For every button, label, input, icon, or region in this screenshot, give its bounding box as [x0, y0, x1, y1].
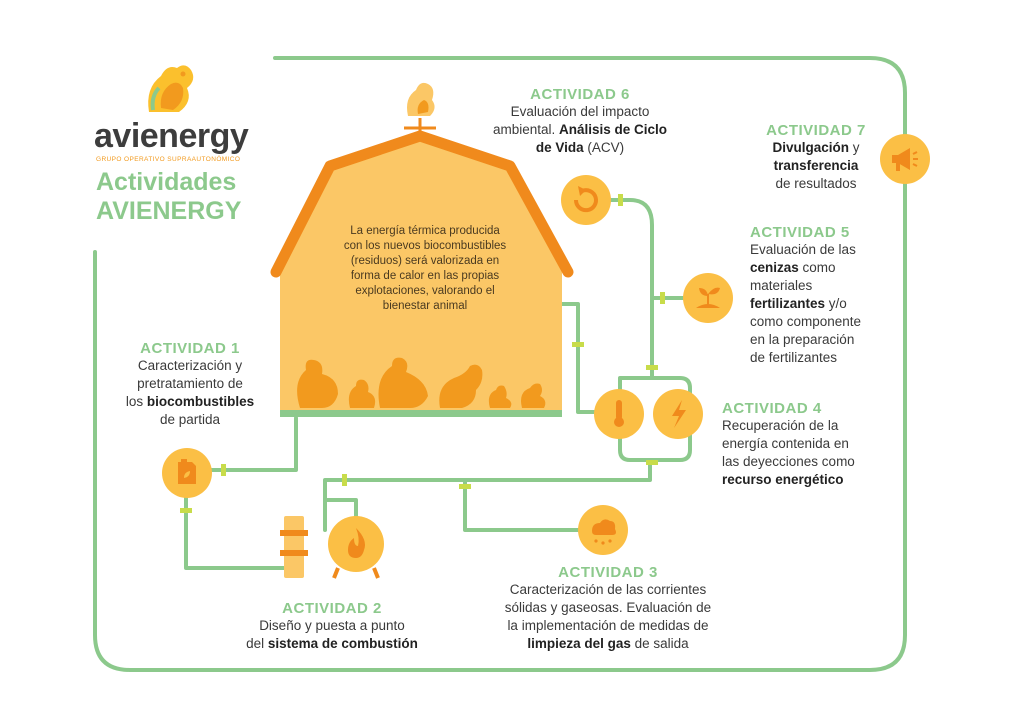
activity-5: ACTIVIDAD 5 Evaluación de las cenizas co…: [750, 224, 900, 367]
heading-line2: AVIENERGY: [96, 197, 242, 225]
thermometer-icon: [594, 389, 644, 439]
activity-3-title: ACTIVIDAD 3: [558, 564, 658, 581]
activity-2-description: Diseño y puesta a punto del sistema de c…: [246, 618, 418, 651]
activity-2: ACTIVIDAD 2 Diseño y puesta a punto del …: [222, 600, 442, 653]
barn-description: La energía térmica producida con los nue…: [343, 225, 507, 312]
activity-2-title: ACTIVIDAD 2: [282, 600, 382, 617]
megaphone-icon: [892, 148, 918, 171]
activity-1-icon-circle: [162, 448, 212, 503]
logo-name: avienergy: [94, 117, 249, 155]
heading-line1: Actividades: [96, 168, 237, 196]
hens-icon: [297, 357, 546, 408]
activity-1: ACTIVIDAD 1 Caracterización y pretratami…: [110, 340, 270, 429]
activity-5-description: Evaluación de las cenizas como materiale…: [750, 242, 862, 365]
activity-6-description: Evaluación del impacto ambiental. Anális…: [492, 104, 668, 155]
flame-icon: [328, 516, 384, 579]
logo: avienergy GRUPO OPERATIVO SUPRAAUTONÓMIC…: [94, 58, 254, 163]
activity-5-icon-circle: [682, 272, 734, 329]
activity-4: ACTIVIDAD 4 Recuperación de la energía c…: [722, 400, 902, 489]
activity-7: ACTIVIDAD 7 Divulgación y transferencia …: [756, 122, 876, 193]
activity-1-description: Caracterización y pretratamiento de los …: [125, 358, 255, 427]
activity-1-title: ACTIVIDAD 1: [140, 340, 240, 357]
page-heading: Actividades AVIENERGY: [96, 168, 241, 226]
rooster-logo-icon: [148, 65, 194, 112]
lightning-icon: [653, 389, 703, 439]
activity-5-title: ACTIVIDAD 5: [750, 224, 850, 241]
barn-illustration: [270, 82, 574, 417]
activity-7-title: ACTIVIDAD 7: [766, 122, 866, 139]
activity-6-icon-circle: [560, 174, 612, 231]
activity-6: ACTIVIDAD 6 Evaluación del impacto ambie…: [480, 86, 680, 157]
activity-7-icon-circle: [880, 134, 930, 189]
activity-2-icons: [278, 510, 388, 587]
heat-exchanger-icon: [280, 516, 308, 578]
activity-3: ACTIVIDAD 3 Caracterización de las corri…: [478, 564, 738, 653]
activity-3-description: Caracterización de las corrientes sólida…: [504, 582, 712, 651]
activity-6-title: ACTIVIDAD 6: [530, 86, 630, 103]
activity-4-description: Recuperación de la energía contenida en …: [722, 418, 855, 487]
activity-4-title: ACTIVIDAD 4: [722, 400, 822, 417]
logo-subtitle: GRUPO OPERATIVO SUPRAAUTONÓMICO: [96, 156, 241, 163]
cycle-icon: [573, 188, 598, 213]
activity-3-icon-circle: [578, 505, 628, 560]
sprout-icon: [696, 287, 720, 308]
activity-7-description: Divulgación y transferencia de resultado…: [772, 140, 860, 191]
activity-4-icons: [594, 388, 704, 445]
gas-cloud-icon: [592, 519, 616, 545]
